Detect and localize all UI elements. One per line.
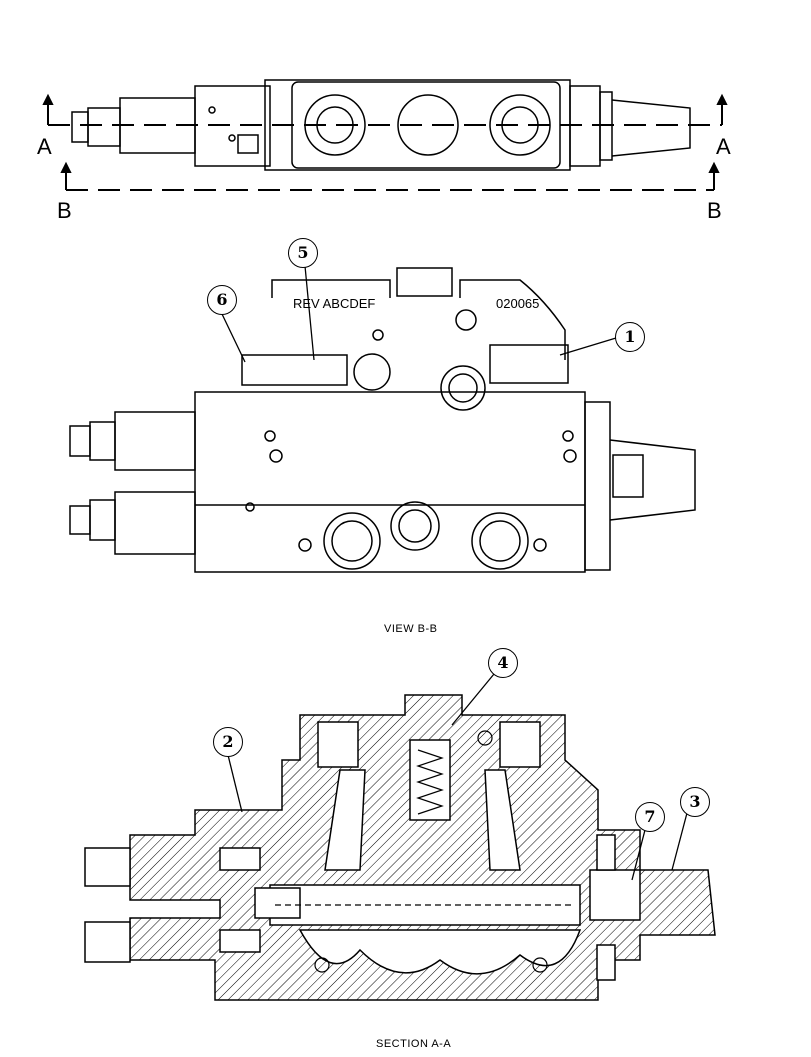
section-aa-caption: SECTION A-A <box>376 1038 452 1050</box>
section-mark-b-right: B <box>707 198 722 223</box>
leader-lines <box>221 265 688 881</box>
section-mark-b-left: B <box>57 198 72 223</box>
section-line-a <box>42 93 728 126</box>
section-mark-a-left: A <box>37 134 52 159</box>
view-bb-caption: VIEW B-B <box>384 623 438 635</box>
callout-4: 4 <box>488 648 518 678</box>
callout-3: 3 <box>680 787 710 817</box>
callout-7: 7 <box>635 802 665 832</box>
section-mark-a-right: A <box>716 134 731 159</box>
section-line-b <box>60 161 720 191</box>
rev-stamp: REV ABCDEF <box>293 296 376 311</box>
callout-2: 2 <box>213 727 243 757</box>
section-aa <box>84 694 716 1001</box>
callout-5: 5 <box>288 238 318 268</box>
callout-1: 1 <box>615 322 645 352</box>
callout-6: 6 <box>207 285 237 315</box>
view-bb <box>69 267 696 573</box>
part-number-stamp: 020065 <box>496 296 540 311</box>
